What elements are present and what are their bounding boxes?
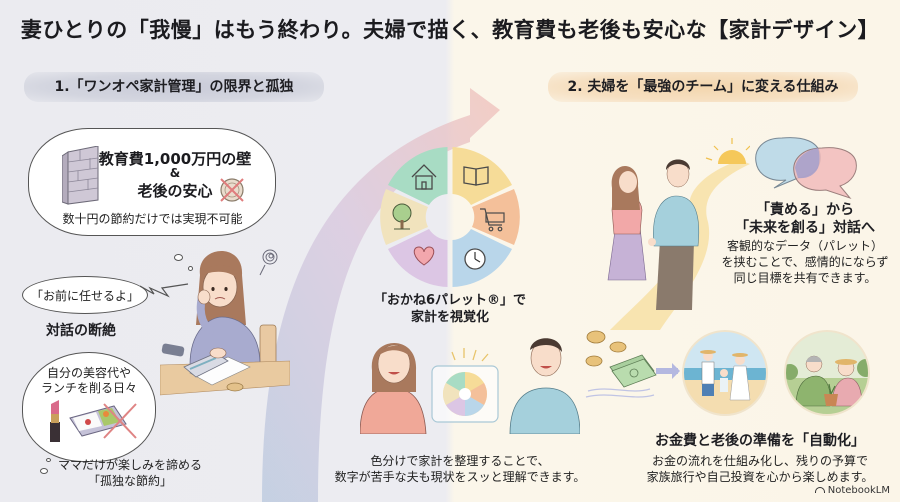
worried-woman-illustration xyxy=(160,249,290,396)
sacrifice-line-2: ランチを削る日々 xyxy=(40,381,137,395)
section-1-banner: 1.「ワンオペ家計管理」の限界と孤独 xyxy=(24,72,324,102)
savings-insufficient-note: 数十円の節約だけでは実現不可能 xyxy=(62,212,243,226)
thought-dot xyxy=(40,468,48,474)
lipstick-icon xyxy=(50,400,60,442)
dialogue-body-1: 客観的なデータ（パレット） xyxy=(726,239,883,253)
notebooklm-watermark: NotebookLM xyxy=(814,485,890,496)
palette-label-2: 家計を視覚化 xyxy=(410,310,489,325)
retirement-security-label: 老後の安心 xyxy=(137,182,213,200)
crossed-coin-icon xyxy=(220,178,244,202)
palette-caption-1: 色分けで家計を整理することで、 xyxy=(370,454,550,468)
tree-icon xyxy=(392,203,412,230)
heart-icon xyxy=(413,246,435,266)
automation-body-2: 家族旅行や自己投資を心から楽しめます。 xyxy=(646,470,874,484)
lunchbox-icon xyxy=(69,405,127,437)
page-title: 妻ひとりの「我慢」はもう終わり。夫婦で描く、教育費も老後も安心な【家計デザイン】 xyxy=(20,18,880,42)
couple-walking-toward-sunrise-illustration xyxy=(607,138,750,330)
automation-body-1: お金の流れを仕組み化し、残りの予算で xyxy=(651,454,868,468)
isolated-saving-caption-2: 「孤独な節約」 xyxy=(87,474,172,488)
couple-reviewing-palette-illustration xyxy=(360,338,580,434)
brick-wall-icon xyxy=(62,146,99,205)
thought-dot xyxy=(46,458,51,462)
automated-money-flow-illustration xyxy=(585,330,680,398)
lipstick-and-lunchbox-icons xyxy=(50,400,137,442)
house-icon xyxy=(411,164,437,190)
jagged-speech-tail xyxy=(140,283,189,298)
education-cost-wall-label: 教育費1,000万円の壁 xyxy=(98,150,252,168)
retired-couple-gardening-illustration xyxy=(784,330,870,416)
cart-icon xyxy=(480,208,505,232)
communication-breakdown-label: 対話の断絶 xyxy=(46,323,116,339)
husband-speech-bubble xyxy=(22,276,148,314)
ampersand: & xyxy=(169,166,181,180)
husband-speech-text: 「お前に任せるよ」 xyxy=(30,289,139,303)
brand-name: NotebookLM xyxy=(827,485,890,496)
dialogue-body-3: 同じ目標を共有できます。 xyxy=(733,271,877,285)
wheel-segment-shopping xyxy=(472,189,520,245)
banknote-icon xyxy=(609,354,657,388)
clock-icon xyxy=(464,248,486,270)
sacrifice-line-1: 自分の美容代や xyxy=(46,366,131,380)
thought-dot xyxy=(188,266,193,271)
dialogue-heading-1: 「責める」から xyxy=(756,202,854,218)
dialogue-heading-2: 「未来を創る」対話へ xyxy=(735,220,875,236)
coin-icon xyxy=(585,330,627,367)
book-icon xyxy=(463,166,489,186)
sunrise-icon xyxy=(705,138,750,164)
automation-heading: お金費と老後の準備を「自動化」 xyxy=(655,433,865,449)
section-2-banner: 2. 夫婦を「最強のチーム」に変える仕組み xyxy=(548,72,858,102)
palette-label-1: 「おかね6パレット®」で xyxy=(373,293,527,308)
overlapping-dialogue-bubbles-icon xyxy=(755,137,857,200)
okane-6-palette-wheel xyxy=(380,147,520,287)
dialogue-body-2: を挟むことで、感情的にならず xyxy=(721,255,889,269)
notebooklm-logo-icon xyxy=(814,487,825,493)
wheel-segment-education xyxy=(452,147,512,205)
family-beach-trip-illustration xyxy=(682,330,768,416)
isolated-saving-caption-1: ママだけが楽しみを諦める xyxy=(57,458,202,472)
thought-dot xyxy=(174,254,183,261)
palette-caption-2: 数字が苦手な夫も現状をスッと理解できます。 xyxy=(334,470,586,484)
